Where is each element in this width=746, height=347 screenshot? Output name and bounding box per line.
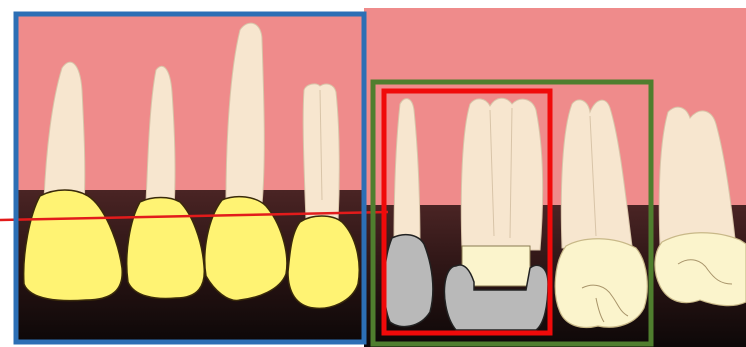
tooth-crown	[384, 235, 433, 327]
tooth-crown	[655, 233, 746, 306]
tooth-crown	[288, 216, 359, 308]
tooth-root	[461, 98, 542, 250]
tooth-crown	[555, 239, 647, 328]
